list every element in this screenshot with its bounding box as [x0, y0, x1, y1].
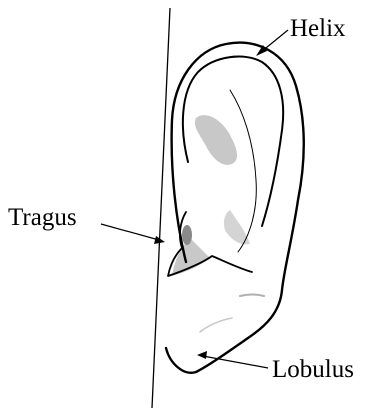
concha-shading — [195, 115, 237, 165]
tragus-pointer — [101, 224, 165, 244]
helix-label: Helix — [290, 16, 346, 41]
head-profile-line — [152, 8, 170, 408]
ear-canal-shadow — [182, 225, 192, 245]
lobe-crease-lower — [200, 318, 232, 332]
tragus-label: Tragus — [8, 205, 77, 230]
lobulus-label: Lobulus — [272, 357, 354, 382]
lobe-crease — [240, 295, 264, 297]
tragus-shading — [172, 238, 210, 276]
